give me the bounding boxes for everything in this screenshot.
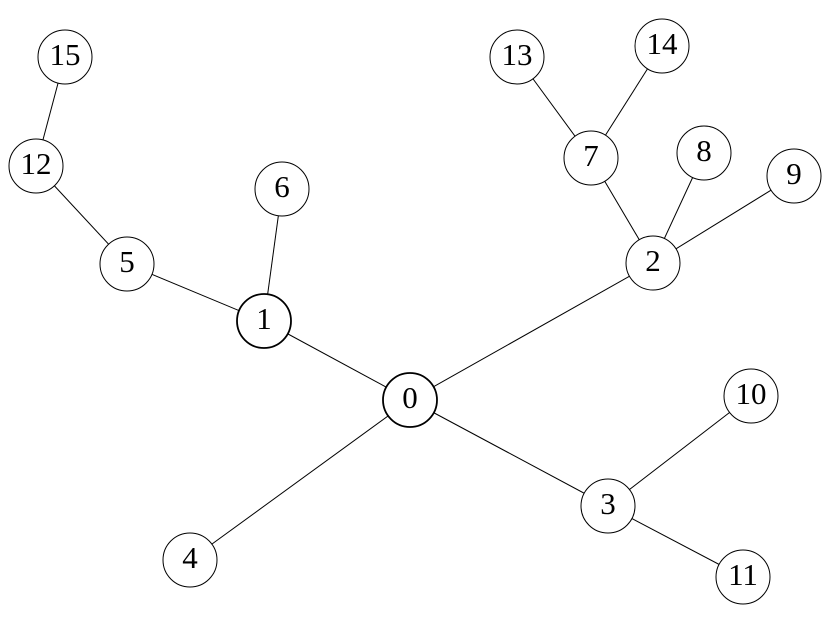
node-circle-4 bbox=[162, 532, 218, 588]
node-9: 9 bbox=[766, 148, 822, 204]
node-0: 0 bbox=[382, 372, 438, 428]
node-1: 1 bbox=[236, 293, 292, 349]
node-14: 14 bbox=[634, 18, 690, 74]
node-11: 11 bbox=[715, 549, 771, 605]
node-circle-7 bbox=[563, 130, 619, 186]
node-13: 13 bbox=[489, 29, 545, 85]
node-3: 3 bbox=[580, 478, 636, 534]
node-circle-0 bbox=[382, 372, 438, 428]
node-label-11: 11 bbox=[728, 557, 758, 592]
node-12: 12 bbox=[8, 138, 64, 194]
node-label-9: 9 bbox=[786, 156, 802, 191]
node-circle-6 bbox=[254, 161, 310, 217]
node-label-13: 13 bbox=[502, 37, 533, 72]
node-circle-15 bbox=[37, 29, 93, 85]
node-8: 8 bbox=[676, 125, 732, 181]
node-label-6: 6 bbox=[274, 169, 290, 204]
node-label-4: 4 bbox=[182, 540, 198, 575]
edge-2-9 bbox=[652, 175, 795, 264]
node-label-14: 14 bbox=[647, 26, 679, 61]
node-label-1: 1 bbox=[256, 301, 272, 336]
node-label-15: 15 bbox=[50, 37, 81, 72]
node-label-7: 7 bbox=[583, 138, 599, 173]
node-circle-11 bbox=[715, 549, 771, 605]
node-circle-1 bbox=[236, 293, 292, 349]
node-circle-5 bbox=[99, 236, 155, 292]
node-circle-12 bbox=[8, 138, 64, 194]
edges-layer bbox=[35, 45, 795, 578]
node-circle-2 bbox=[625, 235, 681, 291]
node-label-3: 3 bbox=[600, 486, 616, 521]
node-circle-14 bbox=[634, 18, 690, 74]
node-circle-9 bbox=[766, 148, 822, 204]
node-4: 4 bbox=[162, 532, 218, 588]
node-6: 6 bbox=[254, 161, 310, 217]
edge-0-3 bbox=[409, 399, 609, 507]
node-circle-10 bbox=[723, 368, 779, 424]
edge-3-10 bbox=[607, 395, 752, 507]
node-label-12: 12 bbox=[21, 146, 52, 181]
node-15: 15 bbox=[37, 29, 93, 85]
node-7: 7 bbox=[563, 130, 619, 186]
edge-0-4 bbox=[189, 399, 411, 561]
node-circle-3 bbox=[580, 478, 636, 534]
node-label-10: 10 bbox=[736, 376, 767, 411]
node-label-8: 8 bbox=[696, 133, 712, 168]
node-circle-13 bbox=[489, 29, 545, 85]
edge-0-2 bbox=[409, 262, 654, 401]
node-5: 5 bbox=[99, 236, 155, 292]
node-label-5: 5 bbox=[119, 244, 135, 279]
node-10: 10 bbox=[723, 368, 779, 424]
node-circle-8 bbox=[676, 125, 732, 181]
node-label-2: 2 bbox=[645, 243, 661, 278]
node-2: 2 bbox=[625, 235, 681, 291]
node-label-0: 0 bbox=[402, 380, 418, 415]
